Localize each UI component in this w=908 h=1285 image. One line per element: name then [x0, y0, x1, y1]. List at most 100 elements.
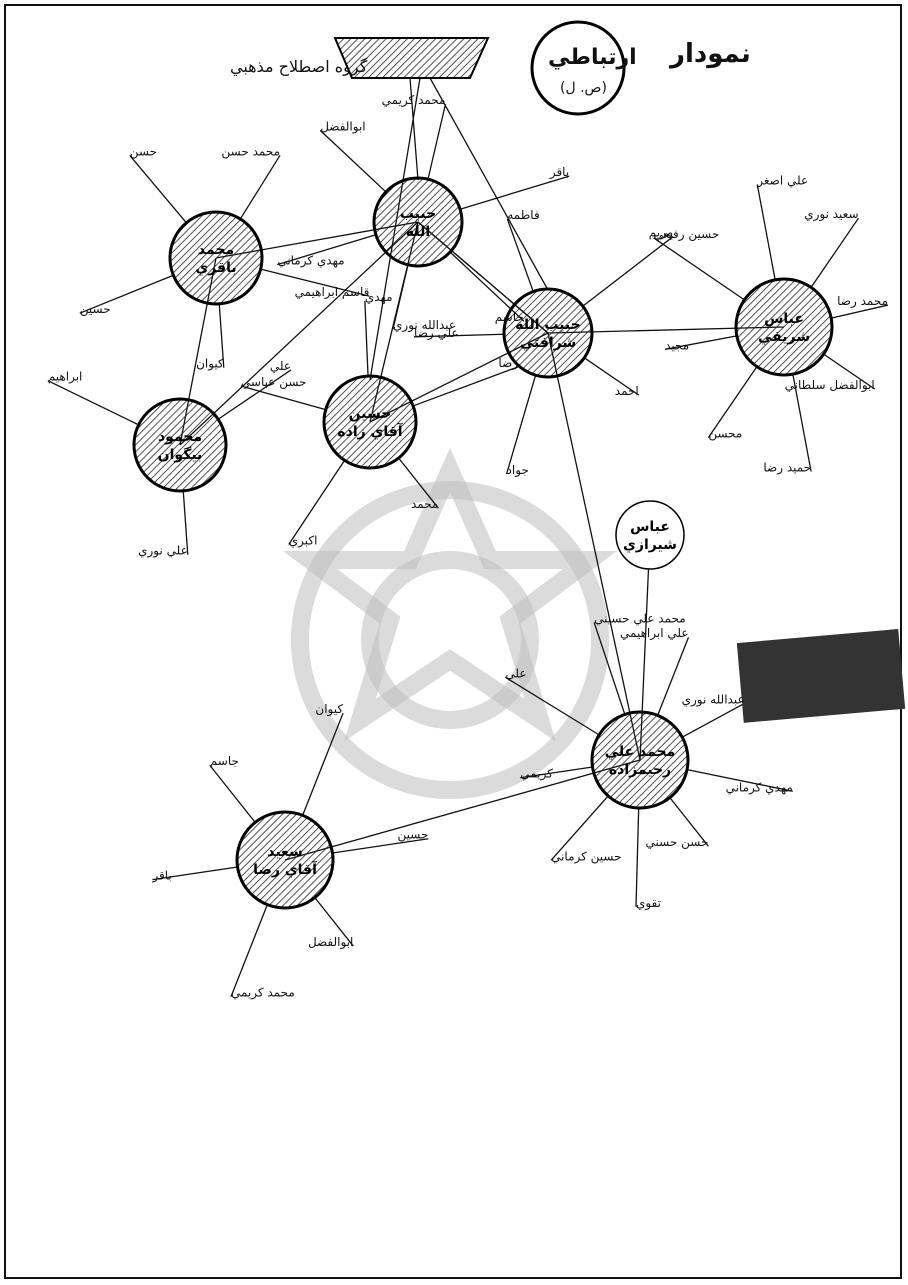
- watermark: [283, 447, 617, 799]
- leaf-label: احمد: [615, 384, 639, 398]
- title-circle: [530, 20, 626, 116]
- leaf-label: تقوي: [636, 896, 661, 911]
- hub-label: شريفي: [758, 329, 810, 345]
- hub-edge: [179, 221, 419, 446]
- title-circle-sub: (ص. ل): [560, 80, 607, 96]
- hub-label: بيگوان: [158, 446, 203, 463]
- hub-label: شيرازي: [623, 537, 677, 554]
- spoke-edge: [520, 766, 593, 779]
- spoke-edge: [664, 335, 737, 350]
- spoke-edge: [314, 897, 354, 947]
- leaf-label: قاسم ابراهيمي: [295, 285, 370, 300]
- spoke-edge: [182, 490, 189, 555]
- spoke-edge: [831, 304, 889, 319]
- spoke-edge: [230, 904, 268, 997]
- hub-label: عباس: [630, 519, 670, 535]
- leaf-label: مريم: [649, 226, 673, 241]
- spoke-edge: [288, 459, 346, 545]
- title-circle-text: ارتباطي: [548, 45, 637, 70]
- leaf-label: ابوالفضل: [320, 119, 365, 134]
- spoke-edge: [414, 333, 505, 338]
- leaf-label: حسين: [80, 302, 111, 317]
- header-edge: [409, 77, 419, 181]
- hub-edge: [547, 332, 641, 761]
- hub-label: آقاي زاده: [337, 422, 403, 441]
- hub-label: شرافتي: [520, 335, 576, 351]
- hub-label: حسين: [349, 406, 392, 422]
- hub-label: محمود: [158, 429, 202, 445]
- spoke-edge: [707, 366, 758, 438]
- leaf-label: مجيد: [665, 338, 689, 352]
- hub-label: آقاي رضا: [253, 860, 318, 879]
- spoke-edge: [582, 236, 674, 307]
- hub-label: سعيد: [267, 844, 302, 860]
- leaf-label: ابوالفضل سلطاني: [785, 378, 875, 393]
- page-border: [4, 4, 902, 1279]
- leaf-label: علي نوري: [138, 544, 188, 559]
- leaf-label: كيوان: [196, 357, 224, 372]
- spoke-edge: [218, 303, 225, 368]
- hub-circle: [132, 397, 228, 493]
- hub-circle: [615, 500, 685, 570]
- leaf-label: محمد: [411, 497, 438, 511]
- leaf-label: رضا: [498, 356, 518, 371]
- spoke-edge: [239, 154, 281, 220]
- leaf-label: حسن: [130, 144, 157, 159]
- hub-circle: [322, 374, 418, 470]
- hub-r1: حبيب الله شرافتي: [502, 287, 594, 379]
- group-label: گروه اصطلاح مذهبي: [230, 57, 368, 77]
- spoke-edge: [459, 175, 570, 210]
- leaf-label: محمد حسن: [222, 144, 280, 159]
- spoke-edge: [657, 637, 690, 716]
- leaf-label: كريمي: [520, 767, 553, 782]
- leaf-label: محمد رضا: [837, 294, 888, 309]
- header-edge: [429, 77, 549, 291]
- leaf-label: اكبري: [289, 533, 318, 548]
- leaf-label: محمد علي حسيني: [594, 611, 686, 625]
- hub-circle: [168, 210, 264, 306]
- leaf-label: علي: [270, 359, 291, 373]
- spoke-edge: [129, 155, 187, 224]
- page-title: نمودار: [668, 39, 751, 69]
- hub-label: محمد: [198, 242, 234, 258]
- leaf-label: علي: [505, 666, 526, 680]
- leaf-label: علي ابراهيمي: [620, 626, 688, 641]
- hub-circle: [372, 176, 464, 268]
- hub-label: الله: [406, 224, 430, 240]
- hub-label: باقري: [195, 260, 236, 277]
- hub-label: عباس: [764, 311, 804, 327]
- spoke-edge: [412, 366, 519, 407]
- spoke-edge: [392, 264, 409, 330]
- spoke-edge: [240, 385, 326, 411]
- spoke-edge: [823, 353, 876, 390]
- leaf-label: جاسم: [210, 754, 239, 768]
- leaf-label: حسين رفيعي: [654, 227, 720, 242]
- hub-label: حبيب الله: [515, 317, 580, 333]
- spoke-edge: [550, 795, 609, 861]
- spoke-edge: [79, 274, 174, 314]
- spoke-edge: [756, 184, 776, 280]
- leaf-label: حسن عباسي: [241, 375, 307, 390]
- leaf-label: مهدي كرماني: [726, 780, 793, 795]
- leaf-label: علي اصغر: [756, 173, 808, 188]
- leaf-label: جواد: [507, 463, 529, 478]
- hub-left1: محمد باقري: [168, 210, 264, 306]
- leaf-label: مهدي كرماني: [277, 254, 344, 269]
- central-trapezoid: [333, 37, 490, 79]
- spoke-edge: [152, 866, 238, 881]
- hub-open: عباس شيرازي: [615, 500, 685, 570]
- header: گروه اصطلاح مذهبي ارتباطي (ص. ل) نمودار: [230, 20, 751, 116]
- spoke-edge: [583, 357, 640, 396]
- leaf-label: محمد كريمي: [382, 93, 446, 108]
- spoke-edge: [505, 375, 537, 475]
- spoke-edge: [593, 622, 626, 715]
- spoke-edge: [427, 104, 447, 180]
- spoke-edge: [810, 217, 860, 288]
- leaf-label: محمد كريمي: [231, 986, 295, 1001]
